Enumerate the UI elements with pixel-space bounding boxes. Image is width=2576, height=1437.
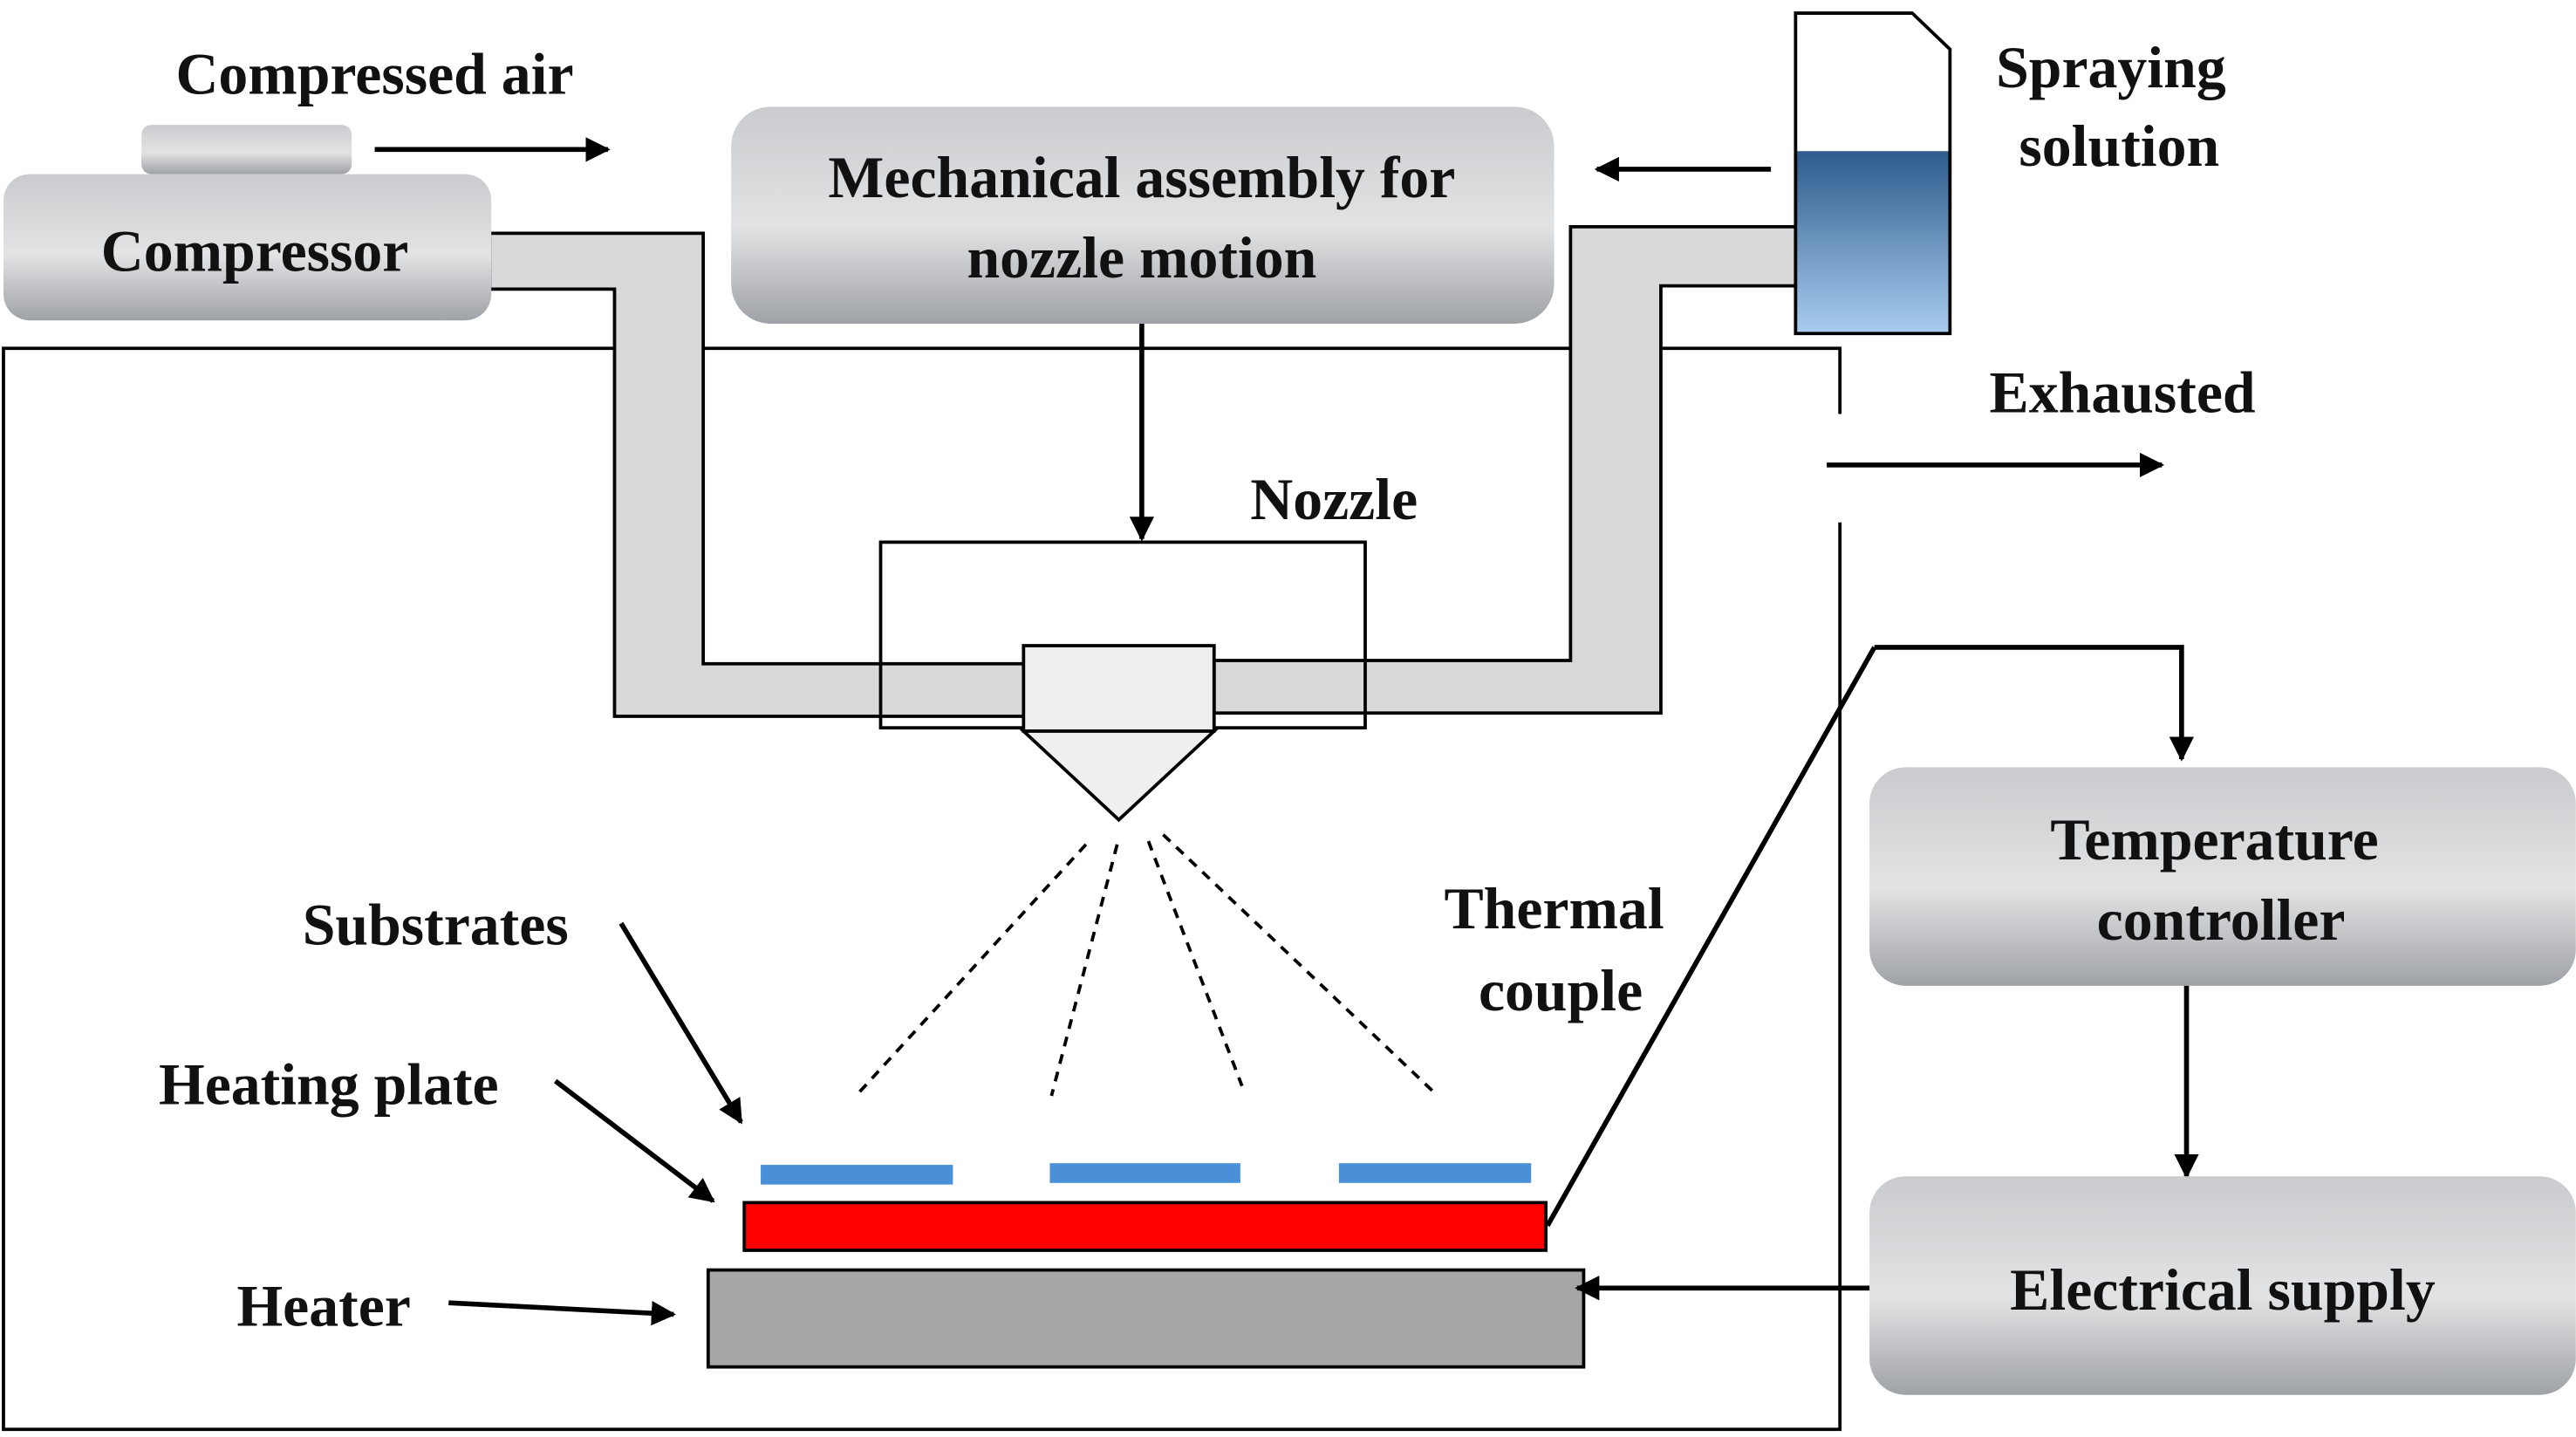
- substrate: [1338, 1163, 1532, 1183]
- spray-line: [1162, 833, 1434, 1092]
- solution-container: [1794, 11, 1952, 336]
- nozzle-label: Nozzle: [1250, 467, 1418, 532]
- spray-line: [1146, 840, 1244, 1087]
- thermal-couple-label-line1: Thermal: [1444, 876, 1664, 941]
- spraying-solution-label-line2: solution: [2019, 113, 2219, 179]
- temperature-controller-box: [1869, 767, 2576, 986]
- temperature-controller-label-line1: Temperature: [2050, 807, 2378, 872]
- thermal-couple-wire: [1545, 646, 1877, 1228]
- temperature-controller-label-line2: controller: [2097, 887, 2346, 953]
- substrate: [761, 1165, 953, 1185]
- exhausted-label: Exhausted: [1990, 360, 2256, 426]
- thermal-couple-label-line2: couple: [1479, 958, 1643, 1023]
- electrical-supply-box: [1869, 1176, 2576, 1395]
- thermal-to-controller-arrow: [1874, 645, 2194, 762]
- nozzle-tip: [1019, 729, 1219, 823]
- heating-plate-arrow: [553, 1078, 715, 1203]
- compressor-label: Compressor: [101, 219, 409, 284]
- compressor-box: [3, 174, 492, 321]
- heater-arrow: [448, 1300, 677, 1326]
- heater-label: Heater: [236, 1274, 410, 1339]
- spray-line: [1049, 844, 1119, 1097]
- spraying-solution-label-line1: Spraying: [1996, 35, 2226, 100]
- substrates-arrow: [618, 921, 743, 1125]
- nozzle-body: [1022, 644, 1216, 733]
- heating-plate: [742, 1201, 1548, 1252]
- spray-line: [854, 843, 1088, 1098]
- solution-liquid: [1795, 151, 1951, 334]
- chamber-outline: [2, 346, 1842, 1432]
- substrate: [1049, 1163, 1240, 1183]
- mechanical-assembly-label-line2: nozzle motion: [967, 225, 1316, 291]
- compressed-air-label: Compressed air: [175, 41, 573, 106]
- substrates-label: Substrates: [303, 893, 569, 958]
- heating-plate-label: Heating plate: [159, 1051, 499, 1117]
- compressor-top: [141, 125, 352, 174]
- electrical-supply-label: Electrical supply: [2010, 1257, 2436, 1323]
- mechanical-assembly-box: [731, 106, 1554, 324]
- mechanical-assembly-label-line1: Mechanical assembly for: [828, 145, 1455, 210]
- heater: [706, 1268, 1586, 1369]
